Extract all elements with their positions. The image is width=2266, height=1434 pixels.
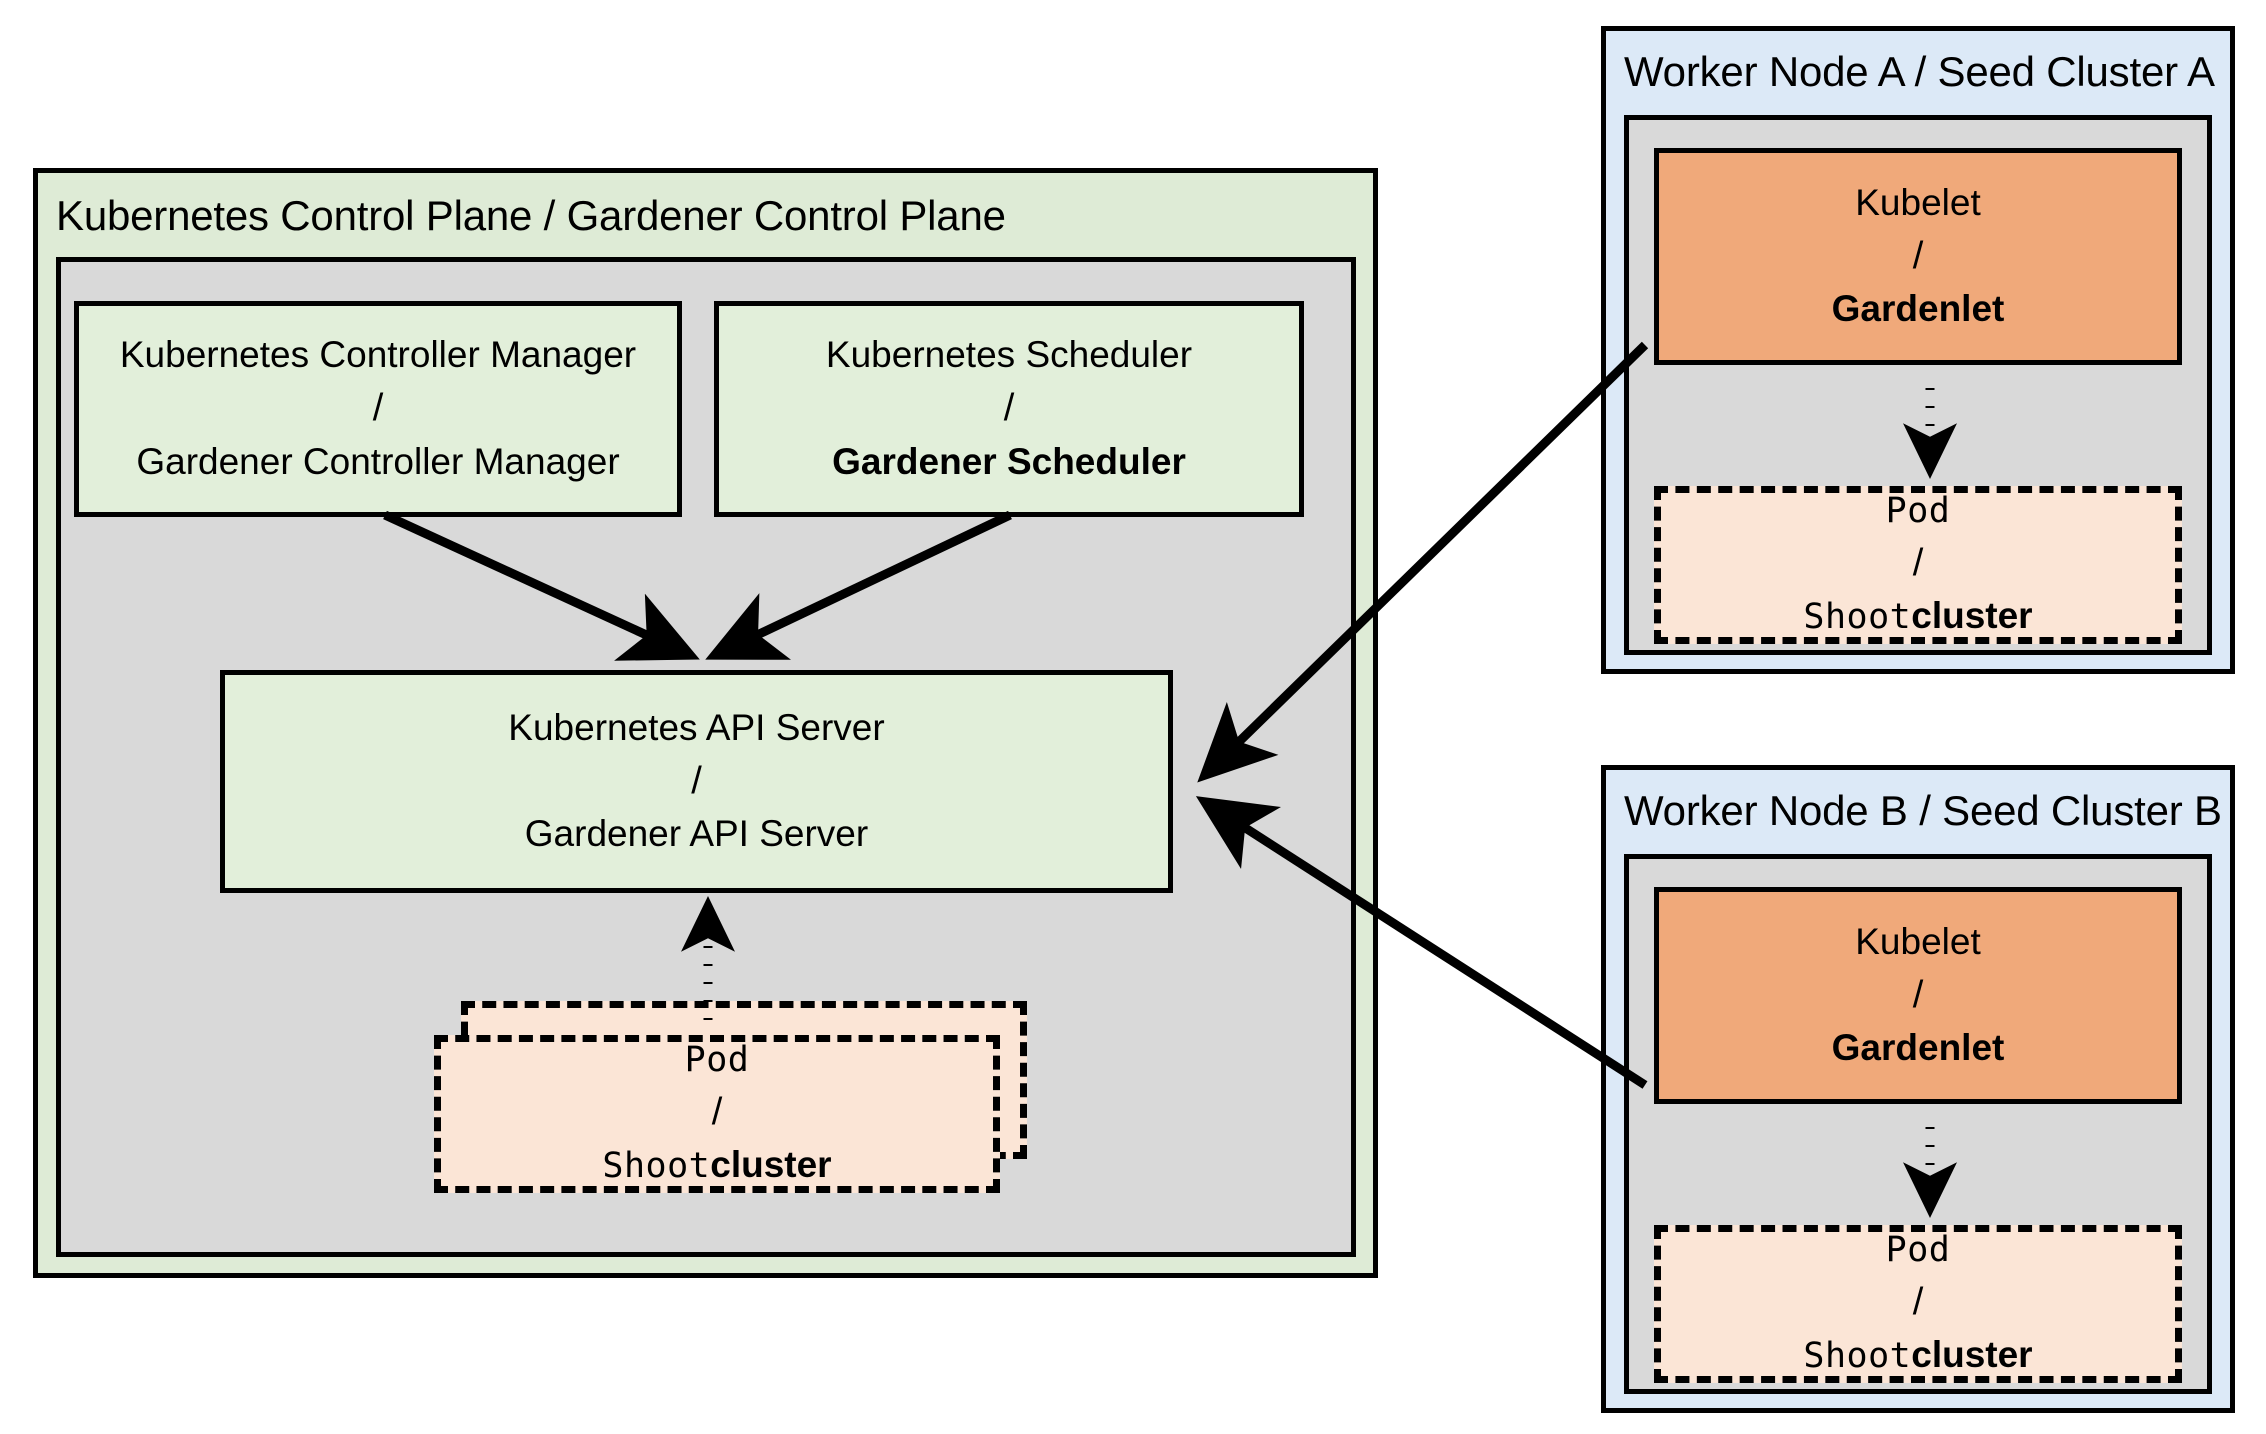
- worker-node-a-pod-line1: Pod: [1885, 490, 1951, 531]
- worker-node-a-kubelet-line2: Gardenlet: [1831, 288, 2005, 330]
- worker-node-a-pod-line2: Shootcluster: [1803, 590, 2032, 643]
- control-plane-pod-line2: Shootcluster: [602, 1139, 831, 1192]
- api-server-line1: Kubernetes API Server: [508, 706, 885, 748]
- worker-node-b-title: Worker Node B / Seed Cluster B: [1624, 787, 2222, 834]
- worker-node-b-kubelet-line2: Gardenlet: [1831, 1027, 2005, 1069]
- controller-manager-separator: /: [372, 387, 384, 430]
- scheduler-separator: /: [1003, 387, 1015, 430]
- api-server-separator: /: [691, 759, 702, 802]
- worker-node-a-kubelet-separator: /: [1912, 234, 1924, 277]
- control-plane-pod-line2-bold: cluster: [710, 1144, 832, 1186]
- worker-node-a-pod-separator: /: [1912, 541, 1924, 584]
- kubernetes-api-server-box[interactable]: Kubernetes API Server / Gardener API Ser…: [220, 670, 1173, 893]
- api-server-line2: Gardener API Server: [524, 813, 869, 855]
- worker-node-b-kubelet-box[interactable]: Kubelet / Gardenlet: [1654, 887, 2182, 1104]
- scheduler-line1: Kubernetes Scheduler: [825, 334, 1193, 376]
- worker-node-b-kubelet-line1: Kubelet: [1855, 920, 1981, 962]
- control-plane-pod-box[interactable]: Pod / Shootcluster: [434, 1035, 1000, 1193]
- worker-node-b-pod-line2-bold: cluster: [1911, 1334, 2033, 1376]
- control-plane-pod-line2-mono: Shoot: [602, 1146, 711, 1187]
- worker-node-a-pod-line2-bold: cluster: [1911, 595, 2033, 637]
- control-plane-pod-line1: Pod: [684, 1039, 750, 1080]
- worker-node-b-container: Worker Node B / Seed Cluster B Kubelet /…: [1601, 765, 2235, 1413]
- worker-node-a-pod-box[interactable]: Pod / Shootcluster: [1654, 486, 2182, 644]
- kubernetes-scheduler-box[interactable]: Kubernetes Scheduler / Gardener Schedule…: [714, 301, 1304, 517]
- kubernetes-controller-manager-box[interactable]: Kubernetes Controller Manager / Gardener…: [74, 301, 682, 517]
- worker-node-b-pod-line2-mono: Shoot: [1803, 1336, 1912, 1377]
- worker-node-a-kubelet-box[interactable]: Kubelet / Gardenlet: [1654, 148, 2182, 365]
- worker-node-a-kubelet-line1: Kubelet: [1855, 181, 1981, 223]
- worker-node-b-pod-box[interactable]: Pod / Shootcluster: [1654, 1225, 2182, 1383]
- controller-manager-line2: Gardener Controller Manager: [136, 440, 620, 482]
- controller-manager-line1: Kubernetes Controller Manager: [119, 334, 637, 376]
- worker-node-b-pod-line2: Shootcluster: [1803, 1329, 2032, 1382]
- worker-node-a-pod-line2-mono: Shoot: [1803, 597, 1912, 638]
- worker-node-a-title: Worker Node A / Seed Cluster A: [1624, 48, 2215, 95]
- worker-node-b-kubelet-separator: /: [1912, 973, 1924, 1016]
- worker-node-b-pod-line1: Pod: [1885, 1229, 1951, 1270]
- scheduler-line2: Gardener Scheduler: [832, 440, 1186, 482]
- control-plane-title: Kubernetes Control Plane / Gardener Cont…: [56, 192, 1006, 239]
- control-plane-container: Kubernetes Control Plane / Gardener Cont…: [33, 168, 1378, 1278]
- worker-node-a-container: Worker Node A / Seed Cluster A Kubelet /…: [1601, 26, 2235, 674]
- worker-node-b-pod-separator: /: [1912, 1280, 1924, 1323]
- control-plane-pod-separator: /: [711, 1090, 723, 1133]
